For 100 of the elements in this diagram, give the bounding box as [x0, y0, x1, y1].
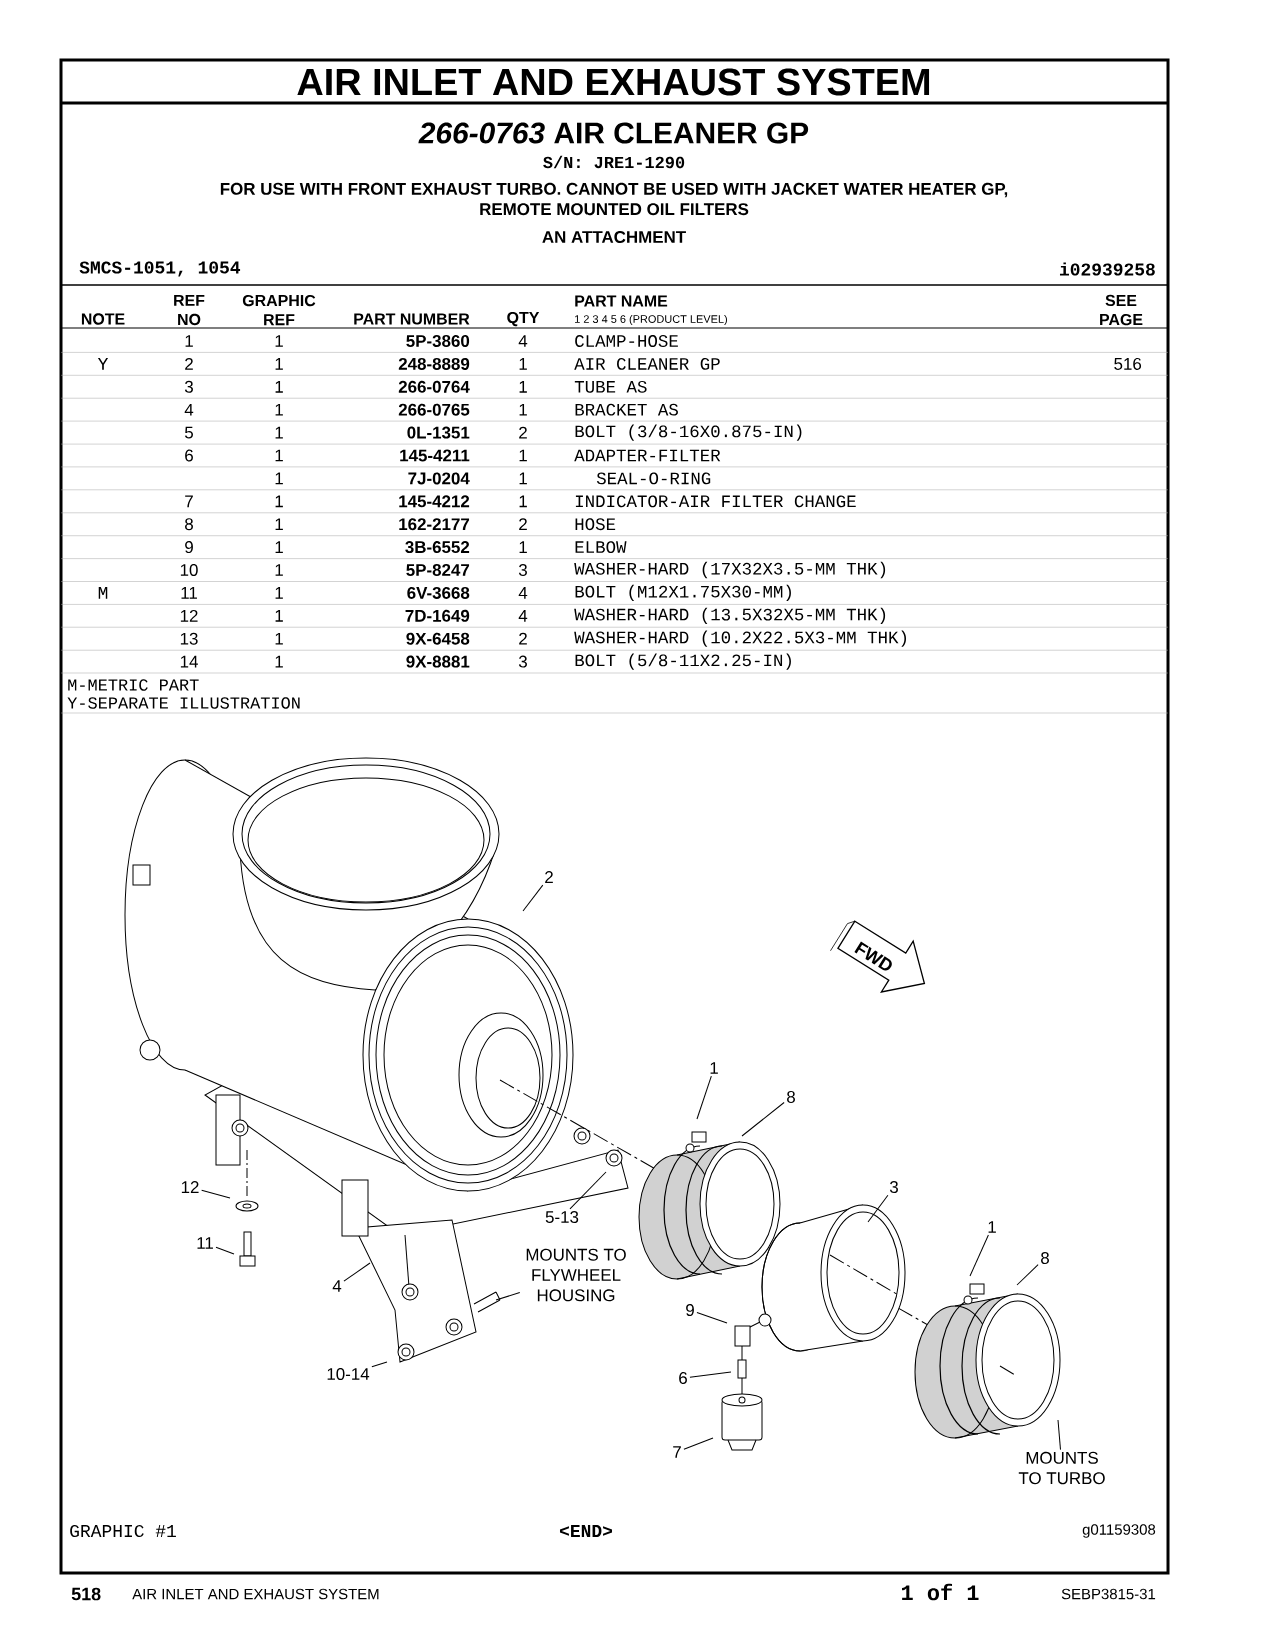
callout-number: 4 [332, 1280, 342, 1292]
ref-number: 11 [181, 587, 197, 599]
part-name: WASHER-HARD (13.5X32X5-MM THK) [574, 607, 886, 624]
quantity: 1 [519, 495, 527, 508]
ref-number: 5 [184, 426, 193, 439]
graphic-ref: 1 [275, 381, 283, 393]
part-name: BOLT (3/8-16X0.875-IN) [575, 424, 802, 441]
ref-number: 13 [180, 632, 198, 645]
ref-number: 1 [185, 335, 193, 347]
attachment-note: AN ATTACHMENT [542, 231, 686, 243]
leader-line [683, 1437, 714, 1450]
footnote: Y-SEPARATE ILLUSTRATION [67, 697, 300, 709]
ref-number: 3 [184, 380, 193, 393]
graphic-ref: 1 [275, 472, 283, 485]
part-name: CLAMP-HOSE [575, 335, 678, 347]
quantity: 1 [519, 403, 527, 416]
usage-note: FOR USE WITH FRONT EXHAUST TURBO. CANNOT BE USED WITH JACKET WATER HEATER GP, REMOTE MOUNTED OIL FILTERS [220, 182, 1008, 216]
quantity: 4 [518, 587, 528, 599]
callout-number: 8 [787, 1091, 795, 1103]
column-header: 1 2 3 4 5 6 (PRODUCT LEVEL) [575, 314, 727, 326]
leader-line [495, 1292, 521, 1301]
callout-number: 7 [673, 1446, 681, 1458]
column-header: PART NAME [575, 295, 668, 307]
document-id: i02939258 [1060, 262, 1155, 276]
ref-number: 4 [184, 403, 194, 416]
page-number: 518 [71, 1587, 101, 1601]
graphic-ref: 1 [275, 632, 283, 645]
part-name: ADAPTER-FILTER [574, 449, 721, 462]
column-header: QTY [507, 311, 540, 327]
graphic-ref: 1 [275, 610, 283, 622]
ref-number: 8 [185, 518, 193, 531]
smcs-code: SMCS-1051, 1054 [79, 261, 241, 277]
part-number: 145-4212 [399, 495, 470, 508]
ref-number: 10 [180, 564, 198, 576]
leader-line [867, 1194, 889, 1223]
leader-line [1016, 1264, 1039, 1286]
leader-line [969, 1234, 989, 1277]
callout-number: 6 [679, 1372, 687, 1384]
part-number: 7J-0204 [408, 472, 470, 485]
graphic-ref: 1 [275, 655, 283, 668]
graphic-label: GRAPHIC #1 [70, 1524, 176, 1538]
mounting-note: MOUNTS TO TURBO [1018, 1451, 1105, 1485]
quantity: 2 [519, 518, 527, 531]
graphic-ref: 1 [275, 564, 283, 576]
graphic-ref: 1 [275, 358, 283, 370]
column-header: PART NUMBER [354, 313, 470, 325]
part-number: 6V-3668 [407, 586, 470, 599]
callout-number: 1 [988, 1221, 996, 1233]
quantity: 4 [518, 335, 528, 347]
part-number: 248-8889 [398, 357, 470, 370]
callout-number: 10-14 [327, 1368, 370, 1380]
part-number: 5P-8247 [406, 564, 470, 576]
leader-line [1057, 1419, 1061, 1451]
document-number: SEBP3815-31 [1061, 1588, 1156, 1600]
part-name: BRACKET AS [575, 403, 678, 416]
leader-line [201, 1189, 231, 1199]
group-title: 266-0763 AIR CLEANER GP [418, 122, 809, 144]
graphic-ref: 1 [275, 426, 283, 439]
quantity: 2 [519, 632, 527, 645]
callout-number: 5-13 [545, 1211, 579, 1223]
graphic-ref: 1 [275, 495, 283, 508]
part-number: 9X-6458 [406, 632, 470, 645]
leader-line [696, 1075, 712, 1120]
leader-line [343, 1262, 371, 1282]
graphic-ref: 1 [275, 335, 283, 347]
see-page: 516 [1114, 357, 1142, 370]
column-header: GRAPHIC REF [242, 294, 316, 326]
end-marker: <END> [560, 1525, 612, 1537]
quantity: 4 [518, 610, 528, 622]
serial-number: S/N: JRE1-1290 [543, 155, 685, 169]
part-name: WASHER-HARD (17X32X3.5-MM THK) [574, 561, 886, 579]
page-title: AIR INLET AND EXHAUST SYSTEM [297, 68, 930, 96]
quantity: 1 [519, 541, 527, 553]
part-name: BOLT (M12X1.75X30-MM) [575, 584, 791, 602]
part-name: WASHER-HARD (10.2X22.5X3-MM THK) [574, 630, 906, 647]
leader-line [569, 1171, 607, 1210]
graphic-ref: 1 [275, 541, 283, 553]
part-number: 9X-8881 [406, 655, 470, 668]
part-name: ELBOW [575, 541, 627, 554]
ref-number: 6 [185, 449, 193, 462]
callout-number: 11 [197, 1237, 213, 1249]
footnote: M-METRIC PART [68, 679, 199, 691]
column-header: NOTE [81, 313, 125, 325]
quantity: 1 [519, 358, 527, 370]
note-code: Y [97, 358, 109, 370]
part-number: 162-2177 [399, 518, 470, 531]
callout-number: 2 [545, 871, 553, 883]
part-number: 145-4211 [400, 449, 470, 462]
part-number: 266-0764 [398, 380, 470, 393]
graphic-ref: 1 [275, 518, 283, 531]
part-name: AIR CLEANER GP [574, 358, 720, 370]
callout-number: 3 [889, 1181, 898, 1193]
graphic-ref: 1 [275, 449, 283, 462]
leader-line [215, 1246, 235, 1255]
part-name: TUBE AS [574, 380, 647, 393]
leader-line [522, 884, 544, 912]
quantity: 1 [519, 381, 527, 393]
graphic-ref: 1 [275, 587, 283, 599]
note-code: M [98, 587, 108, 599]
leader-line [689, 1371, 732, 1378]
